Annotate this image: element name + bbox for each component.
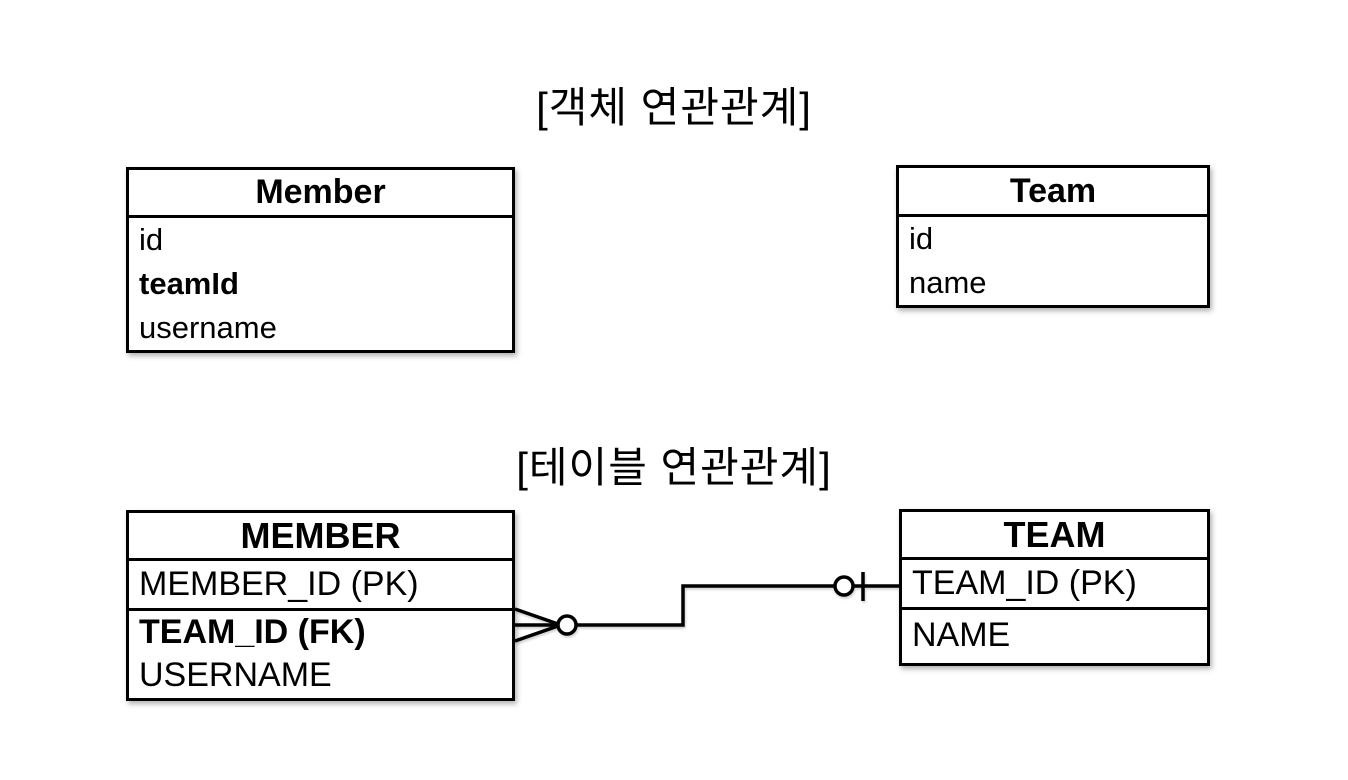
member-table-pk-row: MEMBER_ID (PK) [129, 561, 512, 611]
team-class-field-id: id [909, 221, 934, 256]
team-table-pk-row: TEAM_ID (PK) [902, 560, 1207, 610]
member-class-title: Member [129, 170, 512, 218]
member-table-fk-row: TEAM_ID (FK) [139, 613, 366, 651]
team-class-box: Team id name [896, 165, 1210, 308]
crows-foot-many-icon [514, 607, 559, 643]
member-class-box: Member id teamId username [126, 167, 515, 353]
team-class-title: Team [899, 168, 1207, 217]
table-association-title: [테이블 연관관계] [516, 444, 832, 491]
member-table-username-row: USERNAME [139, 656, 332, 694]
member-class-field-teamid: teamId [139, 266, 239, 301]
team-class-field-name: name [909, 265, 987, 300]
zero-circle-member-end-icon [556, 614, 578, 636]
zero-circle-team-end-icon [833, 575, 855, 597]
object-association-title: [객체 연관관계] [536, 84, 812, 131]
team-table-title: TEAM [902, 512, 1207, 560]
member-table-box: MEMBER MEMBER_ID (PK) TEAM_ID (FK) USERN… [126, 510, 515, 701]
member-table-title: MEMBER [129, 513, 512, 561]
relationship-line [576, 584, 899, 627]
team-table-name-row: NAME [912, 615, 1011, 654]
team-table-box: TEAM TEAM_ID (PK) NAME [899, 509, 1210, 666]
member-class-field-id: id [139, 222, 164, 257]
member-class-field-username: username [139, 310, 277, 345]
